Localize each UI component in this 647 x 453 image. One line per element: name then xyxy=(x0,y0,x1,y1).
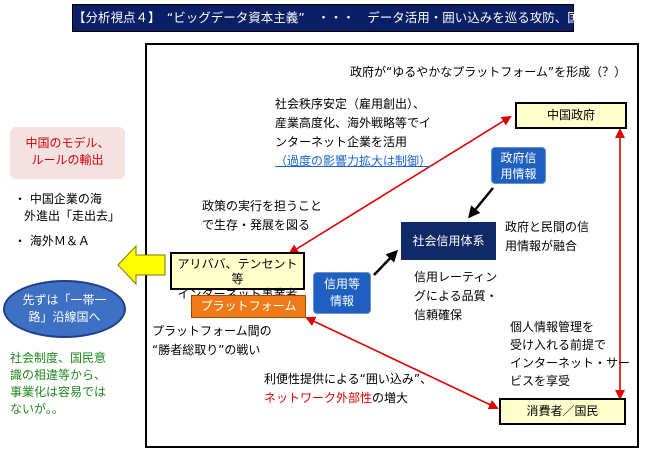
credit-line1: 信用等 xyxy=(323,277,360,291)
arrow-credit-social xyxy=(373,249,399,276)
belt-road-line1: 先ずは「一帯一 xyxy=(22,293,107,307)
model-export-line1: 中国のモデル、 xyxy=(25,136,110,150)
rating-note: 信用レーティン グによる品質・ 信頼確保 xyxy=(414,268,498,325)
green-note-line1: 社会制度、国民意 xyxy=(10,351,107,365)
gov-note-line2: 産業高度化、海外戦略等でイ xyxy=(275,116,432,130)
credit-line2: 情報 xyxy=(329,294,354,308)
policy-note: 政策の実行を担うこと で生存・発展を図る xyxy=(202,197,322,235)
government-purpose-note: 社会秩序安定（雇用創出）、 産業高度化、海外戦略等でイ ンターネット企業を活用 … xyxy=(275,95,431,171)
personal-line1: 個人情報管理を xyxy=(510,320,595,334)
page-title: 【分析視点４】 “ビッグデータ資本主義” ・・・ データ活用・囲い込みを巡る攻防… xyxy=(72,4,617,32)
personal-info-note: 個人情報管理を 受け入れる前提で インターネット・サー ビスを享受 xyxy=(510,318,630,390)
gov-note-line3: ンターネット企業を活用 xyxy=(275,135,408,149)
winner-takes-all-note: プラットフォーム間の “勝者総取り”の戦い xyxy=(152,322,272,360)
arrow-company-government xyxy=(288,115,512,255)
export-arrow-icon xyxy=(117,244,166,286)
rating-line2: グによる品質・ xyxy=(414,289,498,303)
green-note-line4: ないが。。 xyxy=(10,402,64,416)
arrow-govcredit-social xyxy=(468,187,494,219)
bullet-overseas-2: 外進出「走出去」 xyxy=(24,209,121,223)
battle-line1: プラットフォーム間の xyxy=(152,324,272,338)
china-government-box: 中国政府 xyxy=(515,102,627,129)
bullet-ma: ・ 海外Ｍ＆Ａ xyxy=(14,234,90,248)
company-line1: アリババ、テンセント等 xyxy=(177,257,298,286)
enclose-line2: ネットワーク外部性の増大 xyxy=(264,389,432,408)
platform-box: プラットフォーム xyxy=(191,295,306,318)
green-note-line2: 識の相違等から、 xyxy=(10,368,107,382)
policy-line2: で生存・発展を図る xyxy=(202,218,311,232)
merge-line2: 用情報が融合 xyxy=(505,239,578,253)
network-externality-text: ネットワーク外部性 xyxy=(264,391,373,405)
green-note-line3: 事業化は容易では xyxy=(10,385,107,399)
diagram-frame xyxy=(145,43,639,448)
enclose-tail-text: の増大 xyxy=(372,391,409,405)
rating-line1: 信用レーティン xyxy=(414,270,498,284)
enclosure-note: 利便性提供による“囲い込み”、 ネットワーク外部性の増大 xyxy=(264,370,432,408)
policy-line1: 政策の実行を担うこと xyxy=(202,199,323,213)
credit-info-box: 信用等 情報 xyxy=(313,272,371,314)
credit-merge-note: 政府と民間の信 用情報が融合 xyxy=(505,218,589,256)
merge-line1: 政府と民間の信 xyxy=(505,220,590,234)
belt-road-ellipse: 先ずは「一帯一 路」沿線国へ xyxy=(3,280,126,338)
gov-credit-line2: 用情報 xyxy=(500,167,537,181)
personal-line4: ビスを享受 xyxy=(510,374,571,388)
arrow-platform-consumer xyxy=(305,316,499,410)
personal-line2: 受け入れる前提で xyxy=(510,338,607,352)
rating-line3: 信頼確保 xyxy=(414,308,463,322)
internet-companies-box: アリババ、テンセント等 インターネット事業者 xyxy=(170,252,305,301)
gov-credit-line1: 政府信 xyxy=(500,151,537,165)
model-export-line2: ルールの輸出 xyxy=(31,153,104,167)
consumer-box: 消費者／国民 xyxy=(499,398,626,425)
green-note: 社会制度、国民意 識の相違等から、 事業化は容易では ないが。。 xyxy=(10,350,106,418)
social-credit-system-box: 社会信用体系 xyxy=(401,222,496,260)
government-credit-box: 政府信 用情報 xyxy=(491,147,546,184)
personal-line3: インターネット・サー xyxy=(510,356,631,370)
enclose-line1: 利便性提供による“囲い込み”、 xyxy=(264,372,433,386)
model-export-box: 中国のモデル、 ルールの輸出 xyxy=(10,127,125,179)
bullet-overseas-1: ・ 中国企業の海 xyxy=(14,192,102,206)
battle-line2: “勝者総取り”の戦い xyxy=(152,343,261,357)
gov-note-line1: 社会秩序安定（雇用創出）、 xyxy=(275,97,426,111)
platform-header: 政府が“ゆるやかなプラットフォーム”を形成（？） xyxy=(350,65,627,79)
gov-note-line4: （過度の影響力拡大は制御） xyxy=(275,154,432,168)
belt-road-line2: 路」沿線国へ xyxy=(28,310,101,324)
